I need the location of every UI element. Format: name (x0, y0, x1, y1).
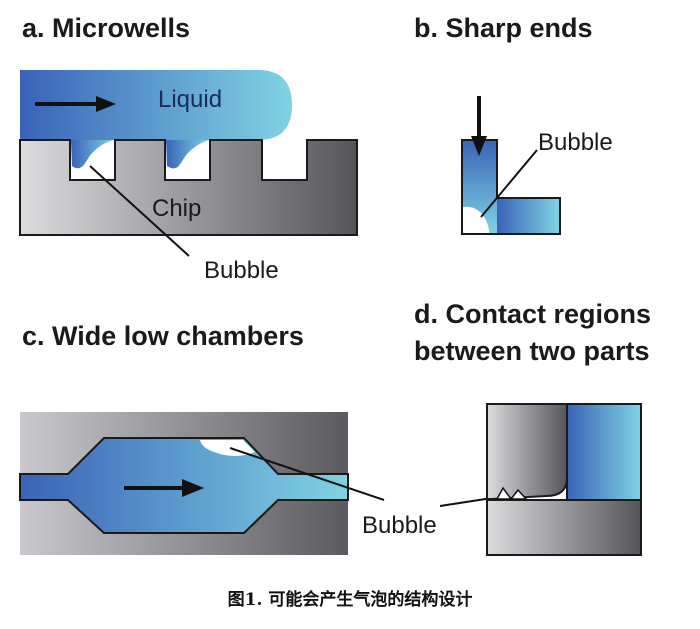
bubble-shape (495, 486, 513, 500)
bubble-label: Bubble (362, 512, 437, 539)
liquid-label: Liquid (158, 86, 222, 113)
bubble-shape (176, 142, 209, 179)
well-liquid-2 (166, 140, 209, 169)
liquid-outline (566, 403, 642, 501)
panel-d-title-line2: between two parts (414, 336, 650, 366)
chip-body (19, 139, 358, 236)
bubble-leader-line (229, 447, 385, 501)
bubble-shape (463, 206, 490, 233)
bubble-label: Bubble (204, 257, 279, 284)
liquid-region (567, 404, 641, 500)
panel-d-title-line1: d. Contact regions (414, 299, 651, 329)
top-part (486, 403, 568, 500)
panel-d: d. Contact regions between two parts (414, 299, 651, 556)
panel-a-title: a. Microwells (22, 13, 190, 43)
panel-b-title: b. Sharp ends (414, 13, 593, 43)
bubble-leader-line (480, 149, 538, 218)
bottom-part (486, 499, 642, 556)
bubble-label: Bubble (538, 129, 613, 156)
panel-b: b. Sharp ends Bubble (414, 13, 613, 235)
bubble-shape (81, 142, 114, 179)
chip-label: Chip (152, 195, 201, 222)
down-arrow-head (471, 136, 487, 156)
well-liquid-1 (71, 140, 114, 169)
flow-arrow-head (96, 96, 116, 112)
flow-arrow-head (182, 479, 204, 497)
figure-caption: 图1. 可能会产生气泡的结构设计 (228, 589, 473, 610)
panel-a: a. Microwells Liquid Chip Bubble (19, 13, 358, 284)
panel-c: c. Wide low chambers (19, 321, 349, 555)
bubble-shape (509, 488, 528, 500)
channel-horizontal (497, 199, 559, 233)
liquid-region (20, 70, 292, 140)
bubble-leader-line (89, 165, 190, 257)
panel-c-title: c. Wide low chambers (22, 321, 304, 351)
